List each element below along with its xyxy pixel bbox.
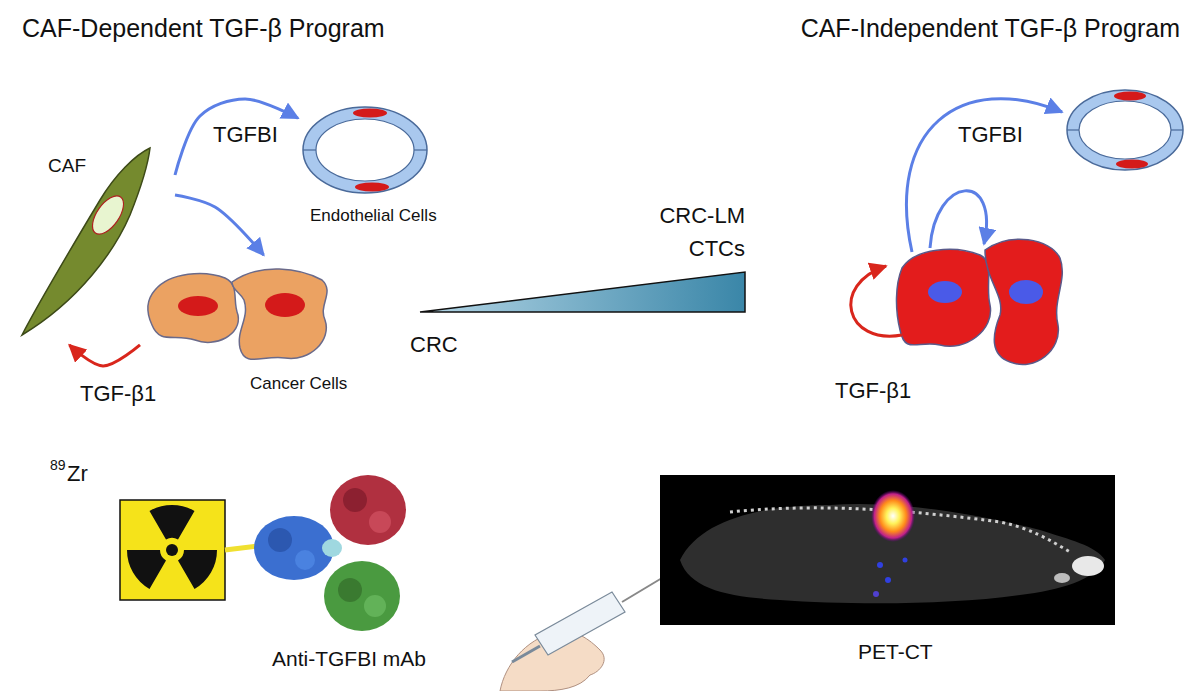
cell-label: Cancer Cells	[250, 374, 347, 394]
fab-domain	[324, 561, 400, 631]
panel-heading: CAF-Independent TGF-β Program	[801, 14, 1180, 43]
cell-part	[316, 119, 414, 181]
bone	[1054, 573, 1070, 583]
stage-label: CRC-LM	[659, 203, 745, 228]
imaging-label: PET-CT	[858, 640, 933, 664]
cancer-cell	[985, 239, 1062, 364]
signal-label: TGF-β1	[835, 378, 911, 403]
nucleus	[1116, 160, 1148, 169]
signal-speck	[885, 577, 891, 583]
trefoil-blade	[127, 550, 166, 589]
cell-part	[148, 274, 238, 343]
cell-part	[353, 109, 387, 118]
signal-arrow	[175, 99, 298, 175]
cell-drawing	[22, 148, 150, 335]
syringe-barrel	[535, 592, 625, 655]
tgfbi-arrow	[906, 99, 1062, 252]
nucleus	[1009, 280, 1043, 304]
nucleus	[928, 281, 962, 303]
cell-part	[414, 149, 427, 150]
trefoil-center	[166, 544, 178, 556]
cancer-cell	[896, 249, 990, 346]
texture	[369, 511, 391, 533]
stage-label: CTCs	[689, 236, 745, 261]
progression-wedge	[420, 272, 745, 312]
tgfbi-autocrine-arrow	[930, 191, 987, 248]
trefoil-blade	[178, 550, 217, 589]
tgfb1-autocrine-arrow	[851, 266, 902, 336]
antibody-label: Anti-TGFBI mAb	[272, 647, 426, 671]
skull	[1072, 556, 1104, 576]
endothelial-cell: Endothelial Cells	[298, 100, 478, 230]
cell-shape	[15, 145, 175, 345]
cell-label: Endothelial Cells	[310, 206, 437, 226]
endothelial-cell-right	[1067, 90, 1183, 170]
signal-speck	[877, 562, 883, 568]
cell-part	[303, 107, 427, 193]
signal-arrow	[69, 345, 140, 366]
signal-speck	[873, 591, 879, 597]
edge-label: TGFBI	[213, 122, 278, 147]
plunger	[512, 646, 540, 662]
cell-part	[86, 191, 129, 240]
isotope-symbol: Zr	[67, 461, 88, 486]
cell-label: CAF	[48, 155, 86, 177]
texture	[343, 488, 367, 512]
signal-speck	[903, 558, 908, 563]
scan-background	[660, 475, 1115, 625]
panel-heading: CAF-Dependent TGF-β Program	[22, 14, 385, 43]
cell-part	[178, 296, 218, 316]
radiation-box	[120, 500, 225, 600]
radiation-symbol	[120, 500, 225, 600]
pet-ct-image	[660, 475, 1115, 625]
tumor-hotspot	[871, 490, 915, 542]
cell-shape	[298, 100, 478, 230]
cell-part	[303, 149, 316, 150]
trefoil-blade	[150, 505, 195, 540]
caf-cell: CAF	[15, 145, 175, 345]
cancer-cell-cluster: Cancer Cells	[140, 255, 355, 400]
isotope-mass-number: 89	[50, 457, 66, 473]
cell-drawing	[303, 107, 427, 193]
conjugation-link	[225, 546, 258, 550]
texture	[338, 578, 362, 602]
edge-label: TGF-β1	[80, 381, 156, 406]
cell-part	[355, 183, 389, 192]
cell-part	[265, 293, 305, 317]
cell-shape	[140, 255, 355, 400]
texture	[364, 595, 386, 617]
antibody	[254, 475, 406, 631]
stage-label: CRC	[410, 332, 458, 357]
cell-junction	[1067, 129, 1079, 130]
cancer-cells-right	[896, 239, 1062, 364]
fab-domain	[330, 475, 406, 545]
hinge	[322, 539, 342, 557]
cell-part	[232, 269, 327, 359]
signal-label: TGFBI	[958, 122, 1023, 147]
signal-arrow	[175, 195, 264, 255]
syringe-hand	[500, 578, 662, 691]
needle	[622, 578, 662, 602]
texture	[295, 550, 315, 570]
cell-drawing	[148, 269, 327, 359]
nucleus	[1114, 92, 1146, 101]
vessel-outer	[1067, 90, 1183, 170]
cell-junction	[1171, 129, 1183, 130]
cell-part	[22, 148, 150, 335]
vessel-lumen	[1079, 101, 1171, 159]
texture	[268, 528, 292, 552]
